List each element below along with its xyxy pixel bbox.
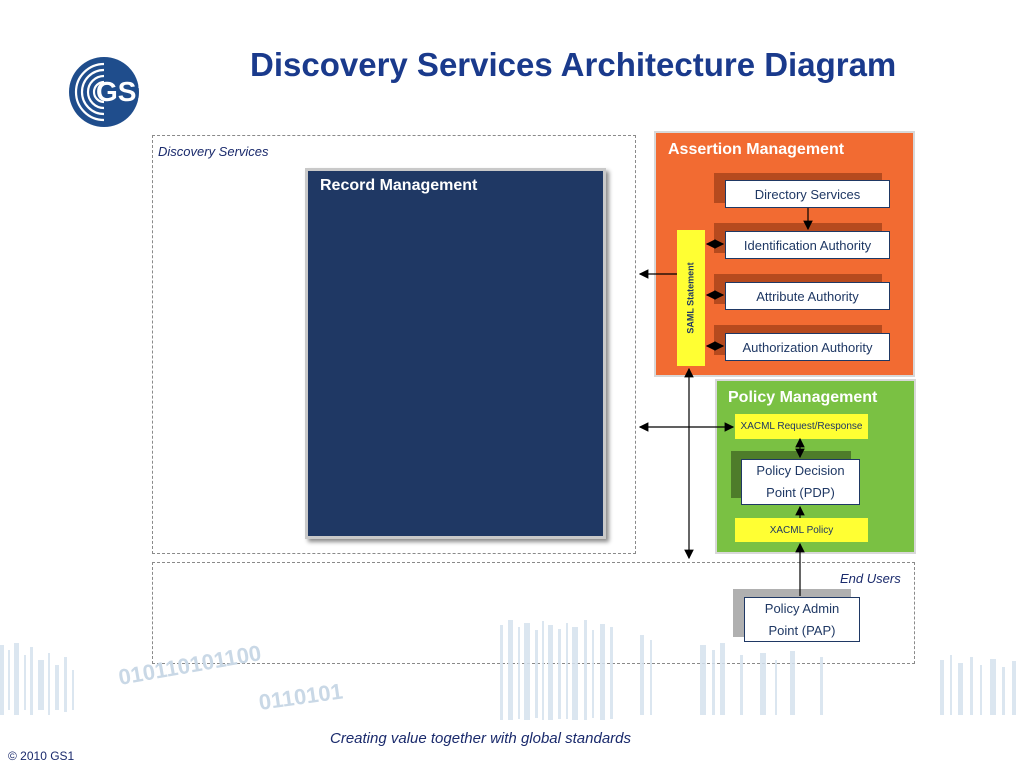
footer-copyright: © 2010 GS1 xyxy=(8,749,75,763)
attribute-authority-box: Attribute Authority xyxy=(725,282,890,310)
directory-services-box: Directory Services xyxy=(725,180,890,208)
end-users-region xyxy=(152,562,915,664)
authorization-authority-box: Authorization Authority xyxy=(725,333,890,361)
policy-management-label: Policy Management xyxy=(728,389,878,406)
logo-text: GS1 xyxy=(96,76,152,107)
policy-admin-point-box: Policy Admin Point (PAP) xyxy=(744,597,860,642)
page-title: Discovery Services Architecture Diagram xyxy=(250,46,897,83)
discovery-services-label: Discovery Services xyxy=(158,144,269,159)
footer-tagline: Creating value together with global stan… xyxy=(330,730,632,747)
svg-text:010110101100: 010110101100 xyxy=(117,640,264,690)
discovery-services-region xyxy=(152,135,636,554)
gs1-logo: GS1 xyxy=(66,52,168,132)
record-management-box: Record Management xyxy=(305,168,606,539)
xacml-policy-box: XACML Policy xyxy=(735,518,868,542)
assertion-management-label: Assertion Management xyxy=(668,141,845,158)
xacml-request-response-box: XACML Request/Response xyxy=(735,414,868,439)
barcode-decoration: 010110101100 0110101 xyxy=(0,615,1024,725)
identification-authority-box: Identification Authority xyxy=(725,231,890,259)
svg-text:0110101: 0110101 xyxy=(257,678,344,715)
end-users-label: End Users xyxy=(840,571,901,586)
record-management-label: Record Management xyxy=(320,177,478,194)
policy-decision-point-box: Policy Decision Point (PDP) xyxy=(741,459,860,505)
saml-statement-bar xyxy=(677,230,705,366)
